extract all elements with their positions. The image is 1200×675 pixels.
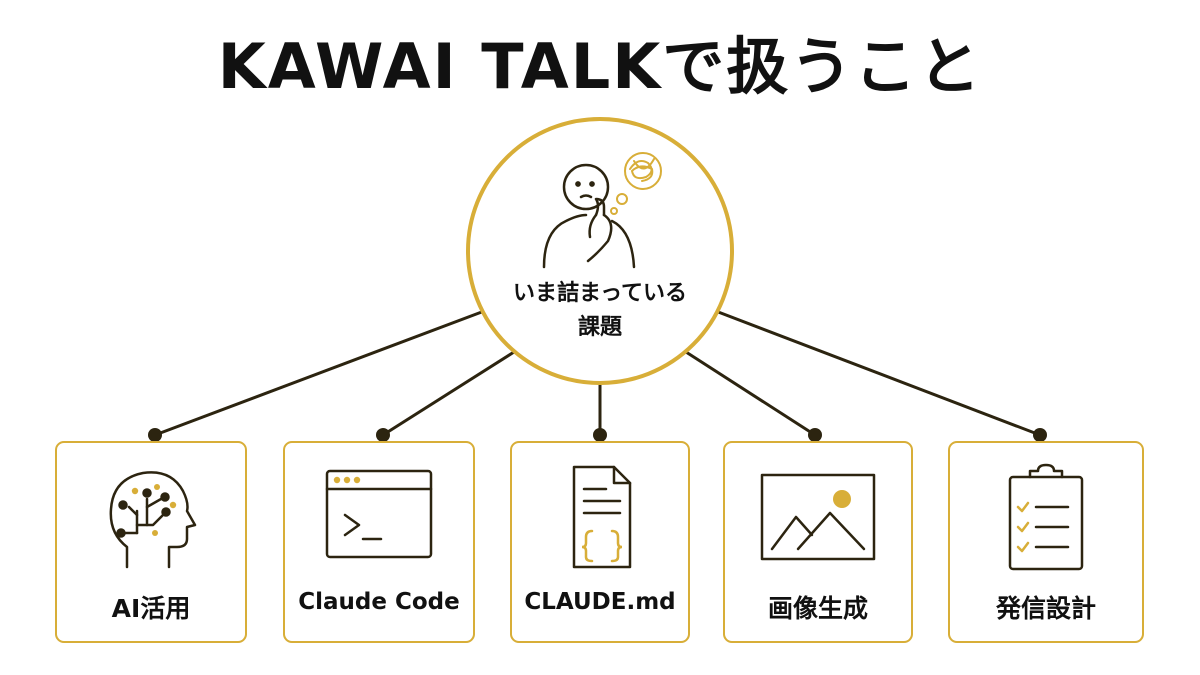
- topic-card-claude-md: CLAUDE.md: [510, 441, 690, 643]
- topic-label-claude-md: CLAUDE.md: [524, 589, 676, 615]
- image-landscape-icon: [760, 473, 876, 561]
- terminal-window-icon: [325, 469, 433, 559]
- connector-line-publish: [712, 308, 1041, 437]
- code-document-icon: [572, 465, 632, 569]
- hub-circle: いま詰まっている 課題: [466, 117, 734, 385]
- topic-card-claude-code: Claude Code: [283, 441, 475, 643]
- connector-dot: [376, 428, 390, 442]
- topic-label-publishing-design: 発信設計: [995, 594, 1096, 623]
- topic-label-image-generation: 画像生成: [767, 594, 868, 623]
- connector-line-image: [685, 350, 816, 437]
- connector-dot: [148, 428, 162, 442]
- topic-card-ai: AI活用: [55, 441, 247, 643]
- hub-label-line1: いま詰まっている: [512, 281, 688, 306]
- connector-line-claude-code: [382, 350, 515, 437]
- connector-dot: [808, 428, 822, 442]
- topic-label-claude-code: Claude Code: [298, 589, 460, 615]
- checklist-clipboard-icon: [1008, 463, 1084, 571]
- thinking-person-icon: [542, 152, 662, 269]
- topic-card-image-generation: 画像生成: [723, 441, 913, 643]
- page-title: KAWAI TALKで扱うこと: [217, 30, 983, 103]
- topic-label-ai: AI活用: [111, 594, 191, 623]
- connector-dot: [1033, 428, 1047, 442]
- connector-line-ai: [154, 308, 488, 437]
- topic-card-publishing-design: 発信設計: [948, 441, 1144, 643]
- hub-label-line2: 課題: [577, 315, 622, 340]
- ai-brain-icon: [109, 471, 197, 569]
- hub-label: いま詰まっている 課題: [470, 277, 730, 345]
- connector-dot: [593, 428, 607, 442]
